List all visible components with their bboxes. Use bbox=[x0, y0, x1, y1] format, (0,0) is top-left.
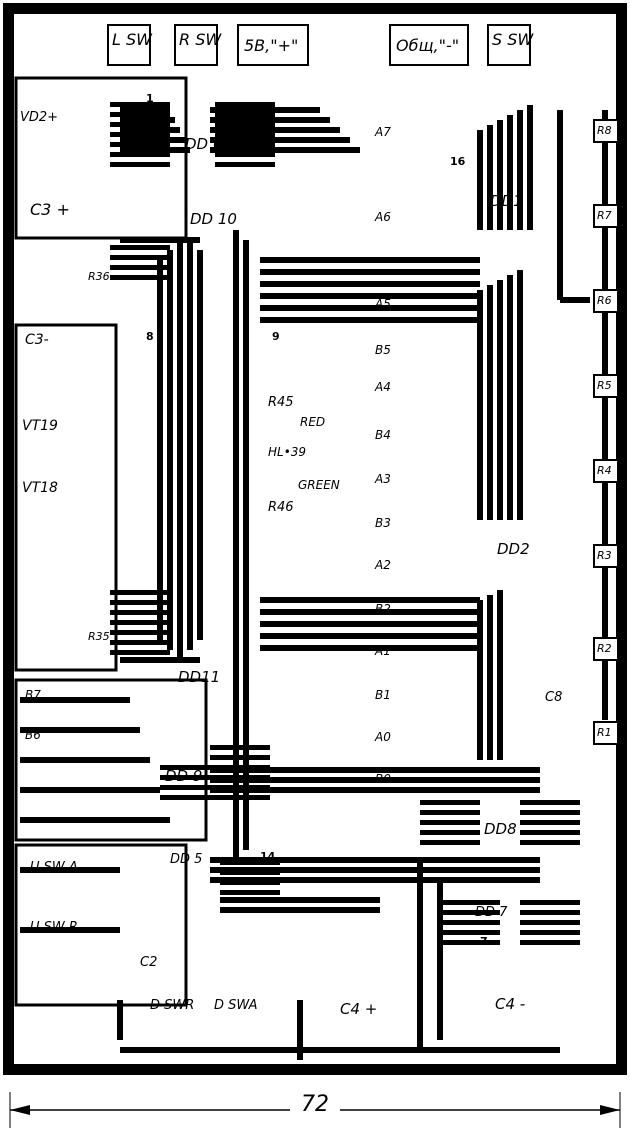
resistor-r46: R46 bbox=[268, 500, 294, 515]
label-c3plus: C3 + bbox=[30, 200, 70, 219]
resistor-r6: R6 bbox=[597, 294, 612, 307]
label-d-swr[interactable]: D SWR bbox=[150, 998, 195, 1013]
resistor-r7: R7 bbox=[597, 209, 612, 222]
addr-a5: A5 bbox=[375, 297, 391, 311]
addr-b1: B1 bbox=[375, 688, 391, 702]
pin-1: 1 bbox=[146, 92, 154, 105]
pad-r-sw[interactable]: R SW bbox=[179, 30, 222, 49]
addr-b4: B4 bbox=[375, 428, 391, 442]
addr-b5: B5 bbox=[375, 343, 391, 357]
resistor-chain bbox=[593, 119, 619, 745]
pad-common[interactable]: Общ,"-" bbox=[396, 36, 460, 55]
addr-a2: A2 bbox=[375, 558, 391, 572]
pin-8: 8 bbox=[146, 330, 154, 343]
resistor-r1: R1 bbox=[597, 726, 612, 739]
label-c8: C8 bbox=[545, 690, 563, 705]
ic-dd1-label: DD1 bbox=[490, 192, 523, 210]
pad-l-sw[interactable]: L SW bbox=[112, 30, 152, 49]
label-d-swa[interactable]: D SWA bbox=[214, 998, 258, 1013]
resistor-r45: R45 bbox=[268, 395, 294, 410]
resistor-r4: R4 bbox=[597, 464, 612, 477]
addr-b2: B2 bbox=[375, 602, 391, 616]
ic-dd7-label: DD 7 bbox=[475, 905, 508, 920]
label-vd2: VD2+ bbox=[20, 110, 59, 125]
label-hl39: HL•39 bbox=[268, 445, 307, 459]
label-c4minus: C4 - bbox=[495, 995, 526, 1013]
resistor-r8: R8 bbox=[597, 124, 612, 137]
label-green: GREEN bbox=[298, 478, 340, 492]
ic-pads bbox=[110, 102, 580, 945]
pin-7: 7 bbox=[480, 935, 488, 948]
top-pads bbox=[107, 24, 531, 66]
addr-a4: A4 bbox=[375, 380, 391, 394]
resistor-r36: R36 bbox=[88, 270, 110, 283]
label-u-swa[interactable]: U SW A bbox=[30, 860, 78, 875]
ic-dd6-label: DD 6 bbox=[185, 135, 223, 153]
pad-s-sw[interactable]: S SW bbox=[492, 30, 534, 49]
ic-dd5-label: DD 5 bbox=[170, 852, 203, 867]
addr-b3: B3 bbox=[375, 516, 391, 530]
addr-b6: B6 bbox=[25, 728, 41, 742]
label-vt18: VT18 bbox=[22, 480, 58, 496]
ic-dd8-label: DD8 bbox=[484, 820, 517, 838]
resistor-r5: R5 bbox=[597, 379, 612, 392]
addr-a1: A1 bbox=[375, 644, 391, 658]
resistor-r2: R2 bbox=[597, 642, 612, 655]
addr-a0: A0 bbox=[375, 730, 391, 744]
addr-a3: A3 bbox=[375, 472, 391, 486]
ic-dd10-label: DD 10 bbox=[190, 210, 237, 228]
label-u-swr[interactable]: U SW R bbox=[30, 920, 78, 935]
addr-b7: B7 bbox=[25, 688, 41, 702]
addr-a6: A6 bbox=[375, 210, 391, 224]
dimension-label: 72 bbox=[290, 1092, 340, 1117]
addr-b0: B0 bbox=[375, 772, 391, 786]
ic-dd9-label: DD 9 bbox=[165, 767, 203, 785]
resistor-r35: R35 bbox=[88, 630, 110, 643]
label-c4plus: C4 + bbox=[340, 1000, 378, 1018]
pin-14: 14 bbox=[260, 850, 276, 863]
ic-dd2-label: DD2 bbox=[497, 540, 530, 558]
label-red: RED bbox=[300, 415, 326, 429]
pin-9: 9 bbox=[272, 330, 280, 343]
label-vt19: VT19 bbox=[22, 418, 58, 434]
addr-a7: A7 bbox=[375, 125, 391, 139]
label-c2: C2 bbox=[140, 955, 158, 970]
pin-16: 16 bbox=[450, 155, 466, 168]
resistor-r3: R3 bbox=[597, 549, 612, 562]
pad-5v[interactable]: 5В,"+" bbox=[244, 36, 299, 55]
ic-dd11-label: DD11 bbox=[178, 668, 221, 686]
label-c3minus: C3- bbox=[25, 332, 49, 348]
